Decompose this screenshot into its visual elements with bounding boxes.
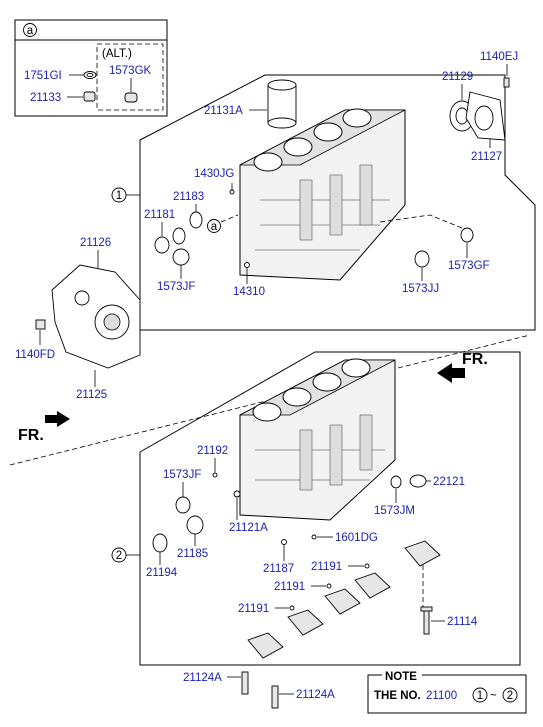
note-prefix: THE NO. xyxy=(374,690,421,702)
part-label-1140EJ[interactable]: 1140EJ xyxy=(480,51,518,63)
part-label-21183[interactable]: 21183 xyxy=(173,191,204,203)
svg-text:2: 2 xyxy=(507,690,513,702)
part-label-1573JM[interactable]: 1573JM xyxy=(374,505,415,517)
cup-plug-icon xyxy=(124,92,138,103)
part-label-1573JF[interactable]: 1573JF xyxy=(157,281,195,293)
part-label-1573JF-2[interactable]: 1573JF xyxy=(163,469,201,481)
alt-dashed-box xyxy=(96,43,164,111)
bolt-21114 xyxy=(423,609,430,635)
part-label-21129[interactable]: 21129 xyxy=(442,71,473,83)
engine-block-1-illustration xyxy=(239,108,406,281)
note-box: NOTE THE NO. 21100 1 ~ 2 xyxy=(367,669,527,714)
group-2-frame: 2 xyxy=(111,351,521,666)
part-label-14310[interactable]: 14310 xyxy=(233,286,265,298)
part-label-1573GF[interactable]: 1573GF xyxy=(448,260,490,272)
part-label-21187[interactable]: 21187 xyxy=(263,563,294,575)
svg-text:a: a xyxy=(211,221,218,233)
part-label-21124A-a[interactable]: 21124A xyxy=(183,672,222,684)
part-label-1140FD[interactable]: 1140FD xyxy=(15,349,55,361)
part-label-1601DG[interactable]: 1601DG xyxy=(335,532,378,544)
callout-2-label: 2 xyxy=(116,550,122,562)
part-label-1573JJ[interactable]: 1573JJ xyxy=(402,283,439,295)
note-title: NOTE xyxy=(385,671,417,683)
cylinder-liner-21131A xyxy=(267,79,297,129)
part-label-21127[interactable]: 21127 xyxy=(471,151,502,163)
svg-text:1: 1 xyxy=(477,690,483,702)
part-label-21181[interactable]: 21181 xyxy=(144,209,175,221)
fr-arrow-left: FR. xyxy=(18,411,70,444)
svg-text:FR.: FR. xyxy=(18,427,44,444)
alt-label: (ALT.) xyxy=(102,48,132,60)
pin-21124A-b xyxy=(271,685,279,709)
callout-circle-2 xyxy=(111,547,127,563)
part-label-1430JG[interactable]: 1430JG xyxy=(194,168,234,180)
group-1-frame: 1 xyxy=(111,74,536,331)
part-label-21125[interactable]: 21125 xyxy=(76,389,107,401)
callout-1-label: 1 xyxy=(116,190,122,202)
part-label-21185[interactable]: 21185 xyxy=(177,548,208,560)
part-label-21126[interactable]: 21126 xyxy=(80,237,111,249)
note-number: 21100 xyxy=(426,690,457,702)
seal-plate-21127 xyxy=(465,91,506,141)
inset-circle-label: a xyxy=(27,25,34,37)
part-label-22121[interactable]: 22121 xyxy=(433,476,465,488)
inset-box: a (ALT.) 1751GI 21133 1573GK xyxy=(14,19,168,117)
pin-21124A-a xyxy=(241,671,249,695)
part-label-1751GI[interactable]: 1751GI xyxy=(24,70,62,82)
part-label-21114[interactable]: 21114 xyxy=(447,616,478,628)
callout-circle-1 xyxy=(111,187,127,203)
part-label-21191-a[interactable]: 21191 xyxy=(311,561,342,573)
part-label-21124A-b[interactable]: 21124A xyxy=(296,689,335,701)
timing-cover-21125 xyxy=(51,264,141,369)
part-label-21191-b[interactable]: 21191 xyxy=(274,581,305,593)
fr-arrow-top: FR. xyxy=(437,351,488,383)
inset-circle-marker xyxy=(23,23,37,37)
part-label-21121A[interactable]: 21121A xyxy=(229,522,268,534)
part-label-21133[interactable]: 21133 xyxy=(30,92,61,104)
svg-text:FR.: FR. xyxy=(462,351,488,368)
bearing-caps xyxy=(247,540,441,659)
part-label-21131A[interactable]: 21131A xyxy=(204,105,243,117)
detail-marker-a xyxy=(207,219,221,233)
svg-text:~: ~ xyxy=(490,690,497,702)
plug-icon xyxy=(83,91,96,102)
part-label-21194[interactable]: 21194 xyxy=(146,567,178,579)
part-label-21191-c[interactable]: 21191 xyxy=(238,603,269,615)
engine-block-2-illustration xyxy=(239,358,396,521)
part-label-1573GK[interactable]: 1573GK xyxy=(109,65,152,77)
part-label-21192[interactable]: 21192 xyxy=(197,445,228,457)
